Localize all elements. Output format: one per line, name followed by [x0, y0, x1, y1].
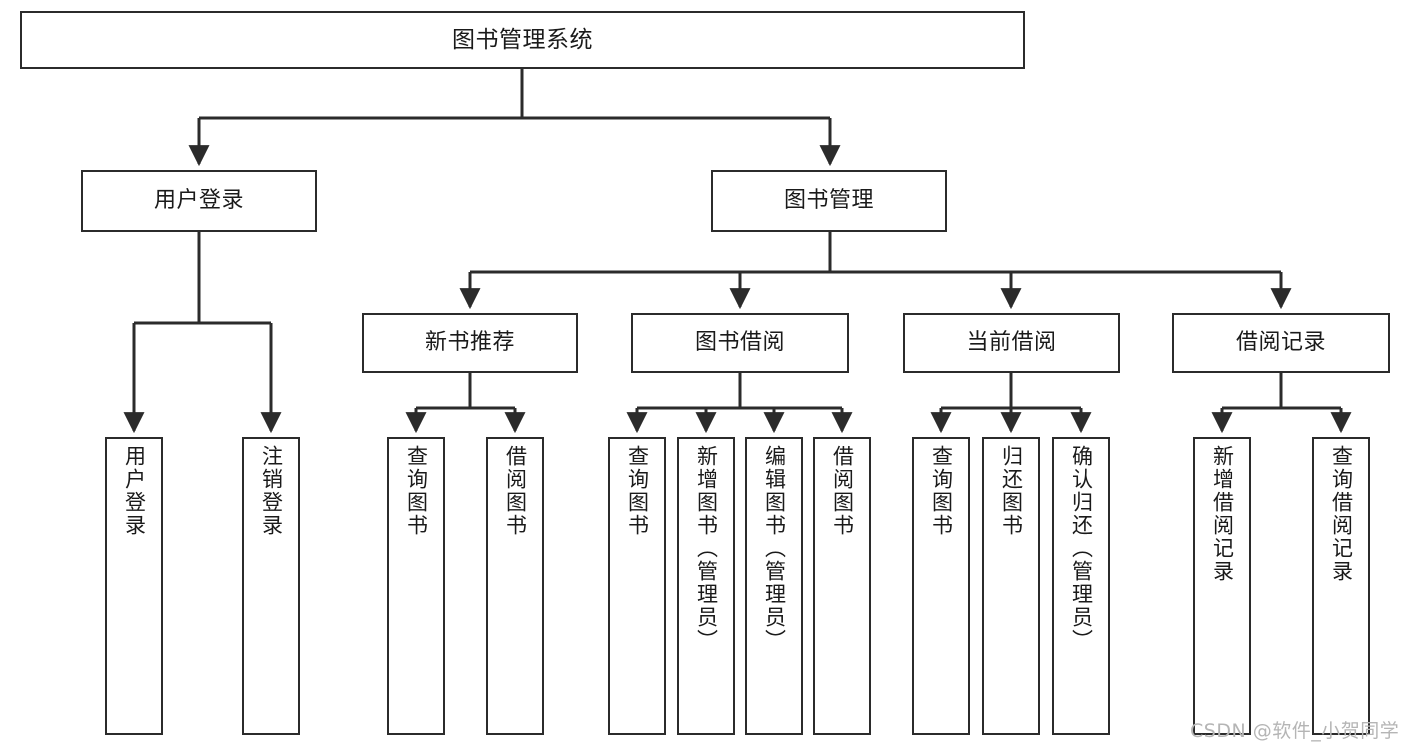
node-label: 查询图书: [625, 445, 650, 537]
node-borrow-record[interactable]: 借阅记录: [1172, 313, 1390, 373]
leaf-return-book[interactable]: 归还图书: [982, 437, 1040, 735]
leaf-add-borrow-record[interactable]: 新增借阅记录: [1193, 437, 1251, 735]
node-label: 用户登录: [122, 445, 147, 537]
node-label: 当前借阅: [966, 330, 1057, 356]
node-label: 新书推荐: [424, 330, 515, 356]
node-label: 归还图书: [999, 445, 1024, 537]
leaf-query-borrow-record[interactable]: 查询借阅记录: [1312, 437, 1370, 735]
node-book-management-system[interactable]: 图书管理系统: [20, 11, 1025, 69]
leaf-query-book-current[interactable]: 查询图书: [912, 437, 970, 735]
csdn-watermark: CSDN @软件_小贺同学: [1190, 716, 1399, 743]
node-label: 确认归还（管理员）: [1069, 445, 1094, 652]
node-label: 用户登录: [153, 188, 244, 214]
node-current-borrow[interactable]: 当前借阅: [903, 313, 1120, 373]
leaf-borrow-book-recommend[interactable]: 借阅图书: [486, 437, 544, 735]
node-new-book-recommend[interactable]: 新书推荐: [362, 313, 578, 373]
node-label: 查询图书: [929, 445, 954, 537]
node-label: 借阅图书: [830, 445, 855, 537]
node-label: 查询借阅记录: [1329, 445, 1354, 583]
leaf-borrow-book[interactable]: 借阅图书: [813, 437, 871, 735]
node-label: 借阅图书: [503, 445, 528, 537]
leaf-user-login[interactable]: 用户登录: [105, 437, 163, 735]
node-label: 图书管理系统: [452, 26, 593, 53]
node-label: 图书管理: [783, 188, 874, 214]
leaf-confirm-return[interactable]: 确认归还（管理员）: [1052, 437, 1110, 735]
node-label: 新增图书（管理员）: [694, 445, 719, 652]
node-label: 新增借阅记录: [1210, 445, 1235, 583]
leaf-query-book-recommend[interactable]: 查询图书: [387, 437, 445, 735]
node-book-borrow[interactable]: 图书借阅: [631, 313, 849, 373]
leaf-edit-book[interactable]: 编辑图书（管理员）: [745, 437, 803, 735]
node-user-login[interactable]: 用户登录: [81, 170, 317, 232]
node-label: 查询图书: [404, 445, 429, 537]
leaf-logout-login[interactable]: 注销登录: [242, 437, 300, 735]
node-book-management[interactable]: 图书管理: [711, 170, 947, 232]
watermark-text: CSDN @软件_小贺同学: [1190, 720, 1400, 742]
node-label: 图书借阅: [694, 330, 785, 356]
leaf-query-book-borrow[interactable]: 查询图书: [608, 437, 666, 735]
node-label: 编辑图书（管理员）: [762, 445, 787, 652]
leaf-add-book[interactable]: 新增图书（管理员）: [677, 437, 735, 735]
node-label: 借阅记录: [1235, 330, 1326, 356]
node-label: 注销登录: [259, 445, 284, 537]
